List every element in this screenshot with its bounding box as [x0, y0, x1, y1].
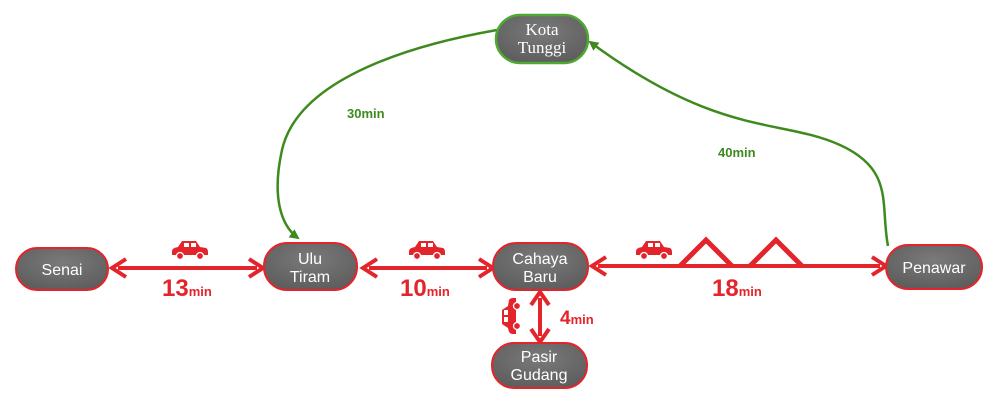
road-cahaya-baru-penawar: [588, 255, 890, 277]
station-label: Ulu: [298, 251, 322, 268]
route-time-label-30: 30min: [347, 106, 385, 121]
road-senai-ulu-tiram: [108, 257, 267, 279]
car-icon: [502, 298, 522, 334]
station-pasir-gudang: Pasir Gudang: [491, 342, 588, 389]
route-time-label-40: 40min: [718, 145, 756, 160]
station-label: Senai: [42, 262, 83, 279]
station-cahaya-baru: Cahaya Baru: [492, 242, 589, 291]
station-kota-tunggi: Kota Tunggi: [494, 13, 590, 65]
route-kota-tunggi-ulu-tiram: [276, 28, 498, 240]
road-ulu-tiram-cahaya-baru: [359, 257, 497, 279]
station-ulu-tiram: Ulu Tiram: [263, 242, 358, 291]
station-label: Kota: [525, 20, 559, 39]
route-penawar-kota-tunggi: [588, 40, 890, 247]
station-label: Tiram: [290, 269, 330, 286]
travel-time-ulu-tiram-cahaya-baru: 10min: [400, 275, 450, 302]
station-senai: Senai: [15, 247, 109, 291]
station-label: Gudang: [511, 367, 568, 384]
travel-time-senai-ulu-tiram: 13min: [162, 275, 212, 302]
station-label: Penawar: [902, 260, 966, 277]
car-icon: [636, 241, 672, 261]
car-icon: [172, 241, 208, 261]
station-label: Tunggi: [518, 38, 567, 57]
car-icon: [409, 241, 445, 261]
station-label: Cahaya: [512, 251, 567, 268]
station-label: Pasir: [521, 349, 558, 366]
station-penawar: Penawar: [885, 244, 983, 290]
travel-time-cahaya-baru-pasir-gudang: 4min: [560, 308, 594, 329]
mountain-icon: [678, 236, 804, 268]
road-cahaya-baru-pasir-gudang: [529, 288, 551, 346]
travel-time-cahaya-baru-penawar: 18min: [712, 275, 762, 302]
station-label: Baru: [523, 269, 557, 286]
